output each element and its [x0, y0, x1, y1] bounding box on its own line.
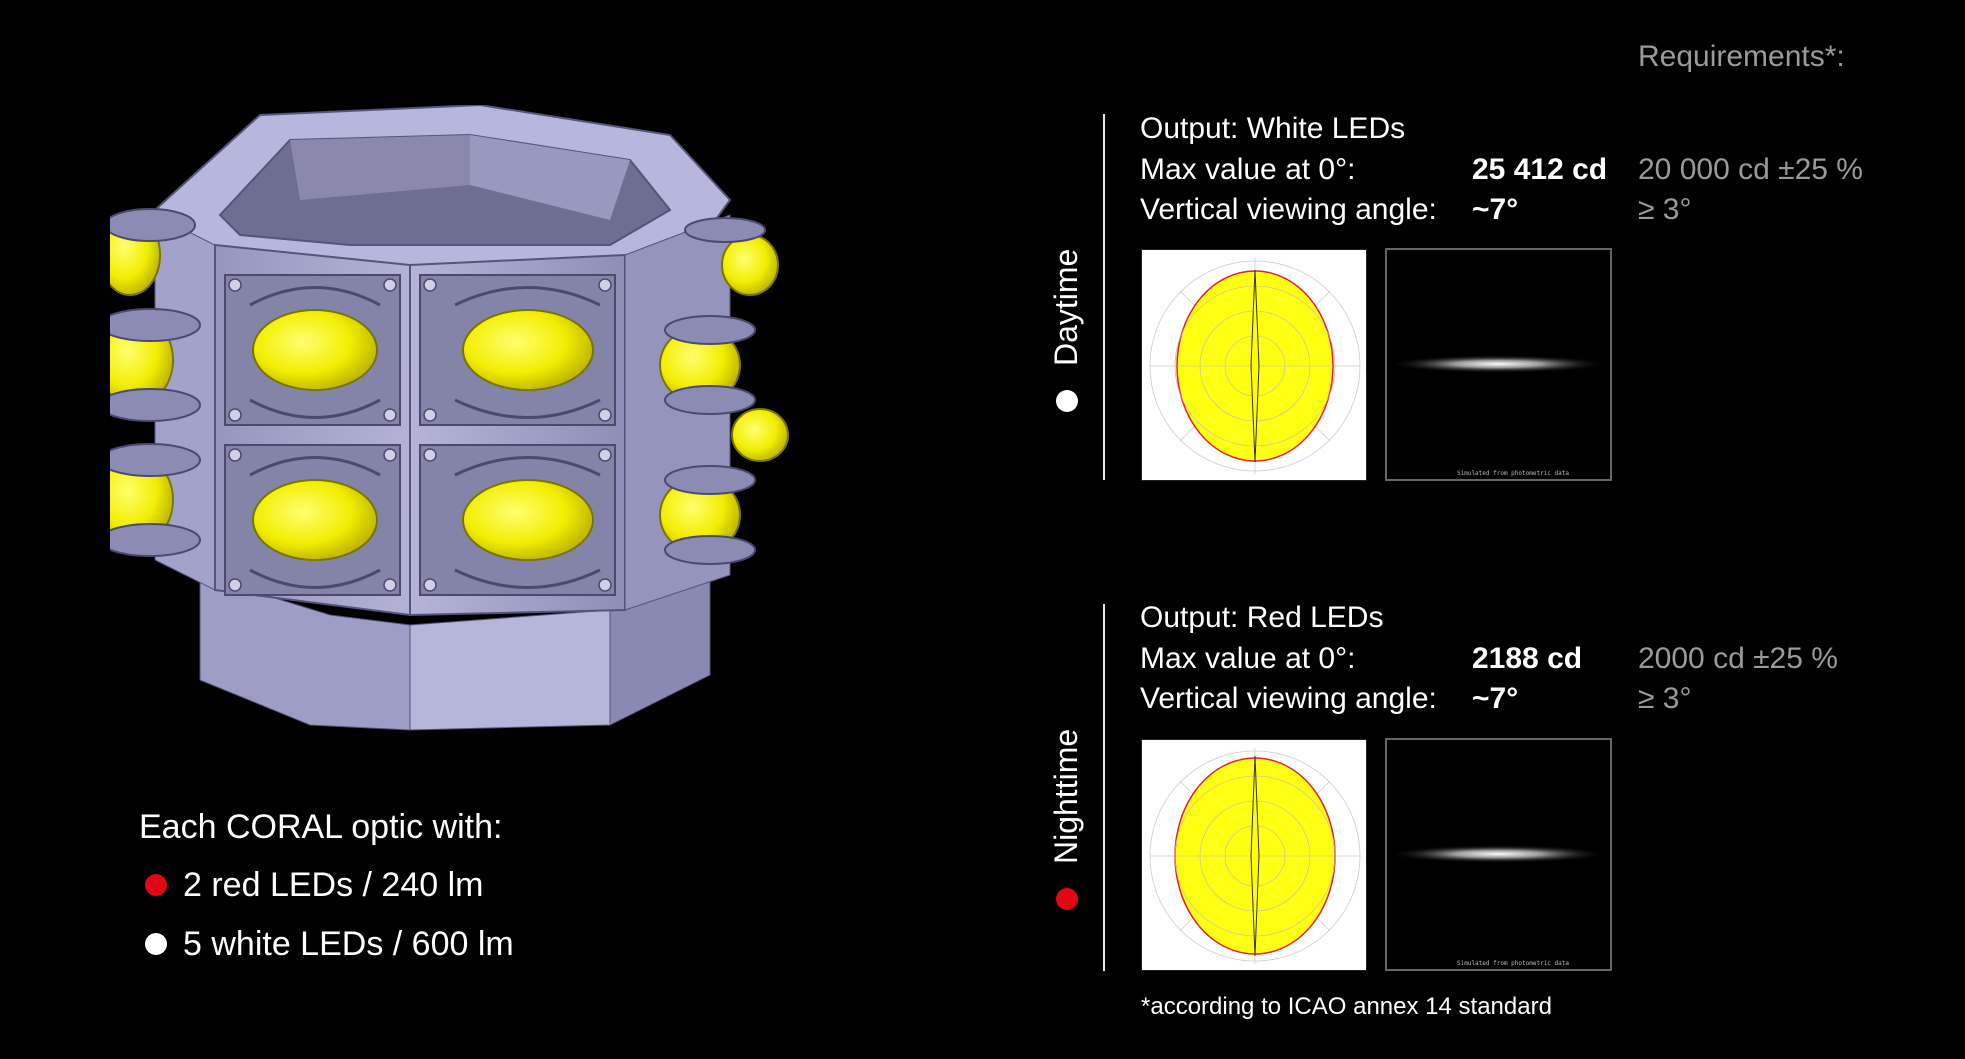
optic-red-text: 2 red LEDs / 240 lm — [183, 866, 484, 904]
nighttime-beam-simulation: Simulated from photometric data — [1385, 738, 1612, 971]
nighttime-max-label: Max value at 0°: — [1140, 642, 1356, 675]
daytime-output: Output: White LEDs — [1140, 112, 1406, 145]
daytime-max-label: Max value at 0°: — [1140, 153, 1356, 186]
optic-white-text: 5 white LEDs / 600 lm — [183, 925, 514, 963]
white-led-dot — [145, 933, 167, 955]
daytime-angle-label: Vertical viewing angle: — [1140, 193, 1437, 226]
daytime-sim-caption: Simulated from photometric data — [1457, 470, 1569, 477]
daytime-beam-simulation: Simulated from photometric data — [1385, 248, 1612, 481]
daytime-angle-value: ~7° — [1472, 193, 1519, 226]
daytime-angle-requirement: ≥ 3° — [1638, 193, 1692, 226]
nighttime-sim-caption: Simulated from photometric data — [1457, 960, 1569, 967]
daytime-max-value: 25 412 cd — [1472, 153, 1608, 186]
daytime-dot — [1055, 390, 1078, 412]
nighttime-label: Nighttime — [1048, 729, 1085, 910]
nighttime-angle-requirement: ≥ 3° — [1638, 682, 1692, 715]
nighttime-polar-plot — [1141, 739, 1367, 971]
nighttime-beam-svg — [1388, 845, 1608, 863]
footnote: *according to ICAO annex 14 standard — [1141, 993, 1552, 1020]
daytime-divider — [1103, 114, 1105, 480]
nighttime-angle-value: ~7° — [1472, 682, 1519, 715]
optic-white-line: 5 white LEDs / 600 lm — [145, 927, 514, 961]
daytime-polar-svg — [1149, 258, 1361, 474]
nighttime-divider — [1103, 604, 1105, 971]
optic-red-line: 2 red LEDs / 240 lm — [145, 868, 483, 902]
daytime-max-requirement: 20 000 cd ±25 % — [1638, 153, 1863, 186]
optic-heading: Each CORAL optic with: — [139, 808, 503, 846]
nighttime-polar-svg — [1149, 748, 1361, 964]
requirements-label: Requirements*: — [1638, 40, 1845, 73]
nighttime-output: Output: Red LEDs — [1140, 601, 1384, 634]
nighttime-angle-label: Vertical viewing angle: — [1140, 682, 1437, 715]
nighttime-dot — [1055, 888, 1078, 910]
daytime-polar-plot — [1141, 249, 1367, 481]
red-led-dot — [145, 874, 167, 896]
daytime-beam-svg — [1388, 355, 1608, 373]
daytime-label: Daytime — [1048, 249, 1085, 412]
nighttime-max-requirement: 2000 cd ±25 % — [1638, 642, 1838, 675]
nighttime-max-value: 2188 cd — [1472, 642, 1583, 675]
coral-luminaire-illustration — [110, 105, 789, 731]
